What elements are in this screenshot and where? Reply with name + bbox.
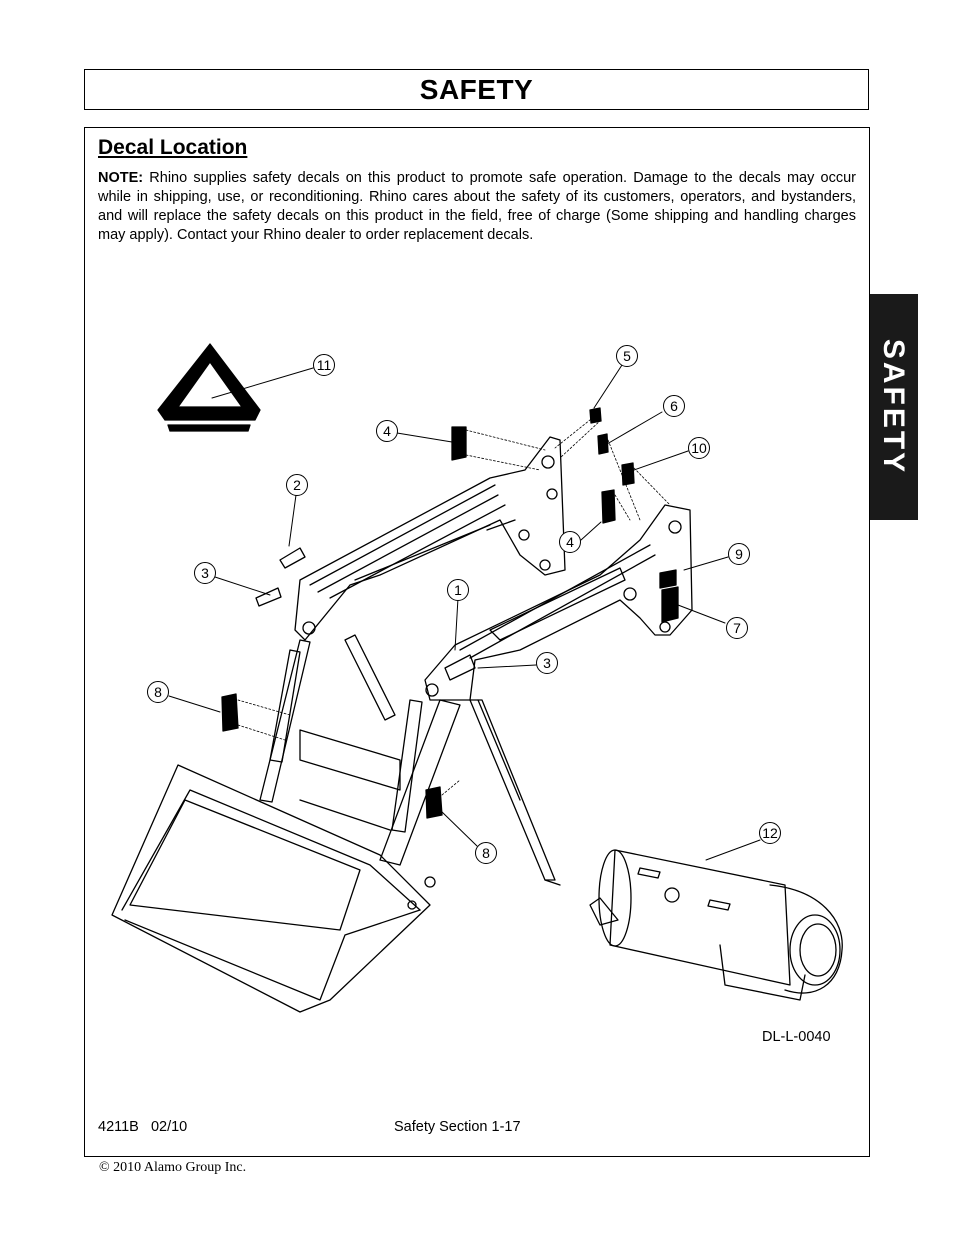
copyright: © 2010 Alamo Group Inc. bbox=[99, 1160, 247, 1175]
callout-number: 5 bbox=[623, 348, 631, 364]
smv-emblem-icon bbox=[157, 343, 261, 432]
callout-number: 1 bbox=[454, 582, 462, 598]
callout-number: 8 bbox=[482, 845, 490, 861]
decal-patches bbox=[221, 407, 679, 819]
callout-number: 4 bbox=[383, 423, 391, 439]
drawing-id: DL-L-0040 bbox=[762, 1029, 831, 1045]
callout-number: 11 bbox=[317, 357, 332, 373]
lift-cylinders bbox=[269, 519, 516, 833]
section-heading: Decal Location bbox=[98, 136, 248, 159]
footer-date: 02/10 bbox=[150, 1119, 188, 1135]
side-tab-label: SAFETY bbox=[877, 338, 911, 476]
callout-number: 12 bbox=[762, 825, 778, 841]
callout-number: 10 bbox=[691, 440, 707, 456]
callout-number: 3 bbox=[543, 655, 551, 671]
footer-doc-code: 4211B bbox=[98, 1119, 139, 1135]
small-decals bbox=[255, 547, 476, 681]
callout-number: 4 bbox=[566, 534, 574, 550]
loader-frame bbox=[259, 639, 461, 866]
callout-number: 3 bbox=[201, 565, 209, 581]
decal-leaders bbox=[237, 411, 671, 796]
callout-number: 7 bbox=[733, 620, 741, 636]
decal-location-diagram: 11 5 6 4 10 2 4 9 3 1 7 3 8 8 12 DL-L-00… bbox=[111, 343, 843, 1045]
callout-number: 8 bbox=[154, 684, 162, 700]
section-side-tab: SAFETY bbox=[869, 294, 918, 520]
loader-arm-right bbox=[424, 504, 693, 701]
note-paragraph: NOTE: Rhino supplies safety decals on th… bbox=[98, 169, 856, 245]
callout-number: 9 bbox=[735, 546, 743, 562]
footer-page-label: Safety Section 1-17 bbox=[394, 1119, 521, 1135]
loader-bucket bbox=[111, 764, 436, 1013]
callout-number: 2 bbox=[293, 477, 301, 493]
footer-doc-info: 4211B 02/10 bbox=[98, 1119, 187, 1135]
note-label: NOTE: bbox=[98, 170, 144, 186]
content-frame bbox=[84, 127, 870, 1157]
note-text: Rhino supplies safety decals on this pro… bbox=[98, 170, 856, 243]
manual-canister bbox=[589, 849, 843, 1001]
callout-bubbles bbox=[147, 345, 781, 864]
callout-leaders bbox=[168, 364, 761, 861]
page-title: SAFETY bbox=[419, 73, 534, 105]
parking-stand bbox=[469, 699, 561, 886]
header-box: SAFETY bbox=[84, 69, 869, 110]
loader-arm-left bbox=[294, 436, 566, 641]
callout-number: 6 bbox=[670, 398, 678, 414]
callout-numbers: 11 5 6 4 10 2 4 9 3 1 7 3 8 8 12 bbox=[154, 348, 778, 861]
